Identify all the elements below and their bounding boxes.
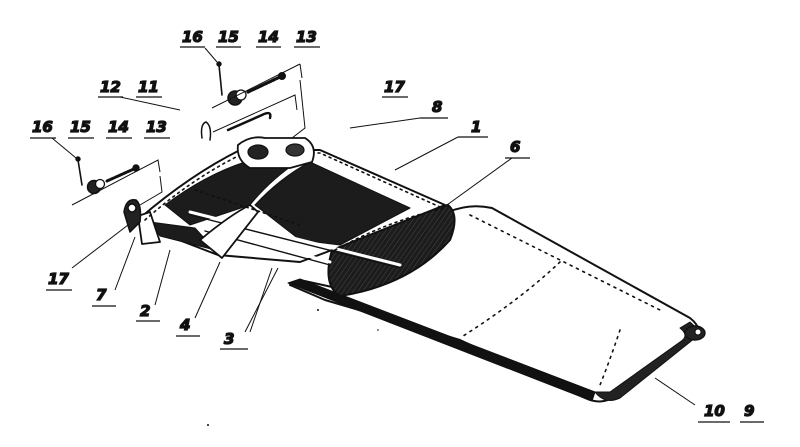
rivet-row-rib: [334, 207, 446, 251]
rivet-line-edge: [599, 329, 621, 386]
callout-9: 9: [744, 402, 754, 420]
leader-6: [194, 261, 221, 319]
inner-rib: [199, 204, 259, 259]
callout-14-left: 14: [108, 118, 129, 136]
leader-1: [394, 136, 459, 171]
callout-17-top: 17: [384, 78, 405, 96]
callout-15-top: 15: [218, 28, 239, 46]
speck: [317, 309, 319, 311]
leader-10: [654, 377, 696, 406]
front-hinge-eye: [127, 203, 137, 213]
rivet-row-front: [144, 154, 241, 221]
upper-split-pin: [218, 64, 223, 96]
assembly-guide-lines: [71, 63, 306, 206]
callout-3: 3: [224, 330, 234, 348]
callout-12: 12: [100, 78, 121, 96]
guide-upper-side: [299, 63, 303, 79]
guide-lower-drop: [139, 175, 163, 206]
rear-fitting-bore: [247, 144, 269, 160]
callout-13-top: 13: [296, 28, 317, 46]
rear-fitting-boss: [285, 143, 305, 157]
tip-hinge-eye: [694, 328, 702, 336]
callout-13-left: 13: [146, 118, 167, 136]
center-bay-mid: [254, 161, 411, 246]
leader-7: [114, 236, 136, 291]
exploded-hardware: [75, 61, 286, 195]
leader-11-12: [119, 96, 181, 111]
upper-clip: [200, 121, 212, 141]
rivet-line-spar: [469, 214, 661, 311]
root-rib: [137, 211, 161, 245]
upper-split-pin-head: [216, 61, 222, 67]
leader-8: [349, 117, 421, 129]
guide-upper-drop: [291, 79, 306, 139]
leader-16-top: [204, 47, 218, 63]
callout-16-top: 16: [182, 28, 203, 46]
print-specks: [207, 309, 379, 426]
callout-7: 7: [96, 286, 107, 304]
guide-upper-top: [211, 63, 301, 109]
callout-2: 2: [140, 302, 150, 320]
wing-structure: [123, 136, 706, 403]
speck: [207, 424, 209, 426]
leader-2: [154, 249, 171, 306]
leader-16-left: [51, 137, 77, 159]
lower-washer: [94, 178, 106, 190]
callout-15-left: 15: [70, 118, 91, 136]
lower-split-pin-head: [75, 156, 81, 162]
guide-lower-top: [71, 159, 161, 206]
callout-4: 6: [510, 138, 520, 156]
callout-labels: 16 15 14 13 12 11 17 8 1 6 16 15 14 13 1…: [30, 27, 764, 423]
callout-16-left: 16: [32, 118, 53, 136]
callout-8: 8: [432, 98, 442, 116]
leader-lines: [51, 47, 696, 406]
leader-3b: [249, 267, 273, 333]
callout-17-left: 17: [48, 270, 69, 288]
lower-bolt: [105, 166, 138, 183]
leader-4: [439, 157, 513, 211]
upper-pin: [226, 111, 272, 132]
callout-14-top: 14: [258, 28, 279, 46]
leader-17-left: [71, 224, 129, 269]
upper-bolt: [246, 74, 284, 94]
callout-1: 1: [471, 118, 481, 136]
lower-split-pin: [77, 159, 83, 186]
rivet-row-diagonal: [194, 189, 301, 226]
callout-6: 4: [179, 316, 190, 334]
callout-11: 11: [138, 78, 159, 96]
guide-upper-mid: [212, 94, 298, 133]
speck: [377, 329, 379, 331]
callout-10: 10: [704, 402, 725, 420]
